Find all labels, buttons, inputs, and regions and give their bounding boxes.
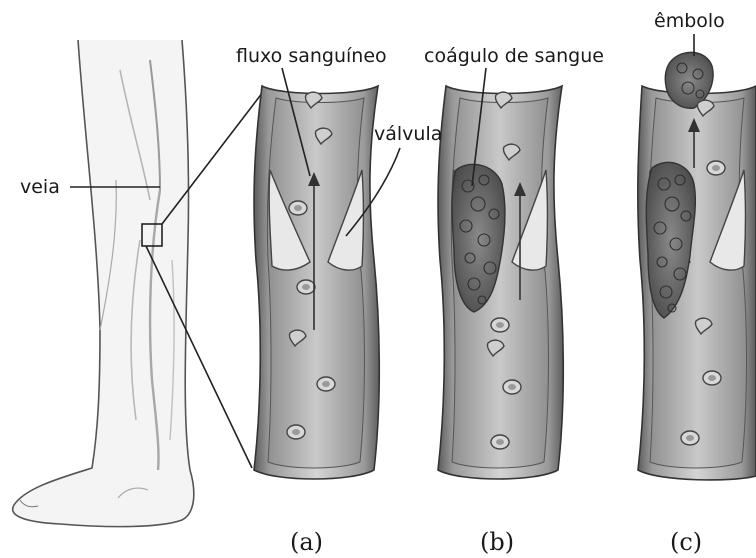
vein-b xyxy=(438,86,563,479)
caption-b: (b) xyxy=(480,528,514,556)
label-valvula: válvula xyxy=(374,123,442,145)
vein-c xyxy=(638,52,756,480)
caption-a: (a) xyxy=(290,528,323,556)
leg-illustration xyxy=(13,40,266,527)
caption-c: (c) xyxy=(670,528,702,556)
label-embolo: êmbolo xyxy=(654,10,725,32)
label-veia: veia xyxy=(20,176,60,198)
vein-a xyxy=(254,86,379,479)
label-fluxo-sanguineo: fluxo sanguíneo xyxy=(236,45,387,67)
label-coagulo-de-sangue: coágulo de sangue xyxy=(424,45,604,67)
